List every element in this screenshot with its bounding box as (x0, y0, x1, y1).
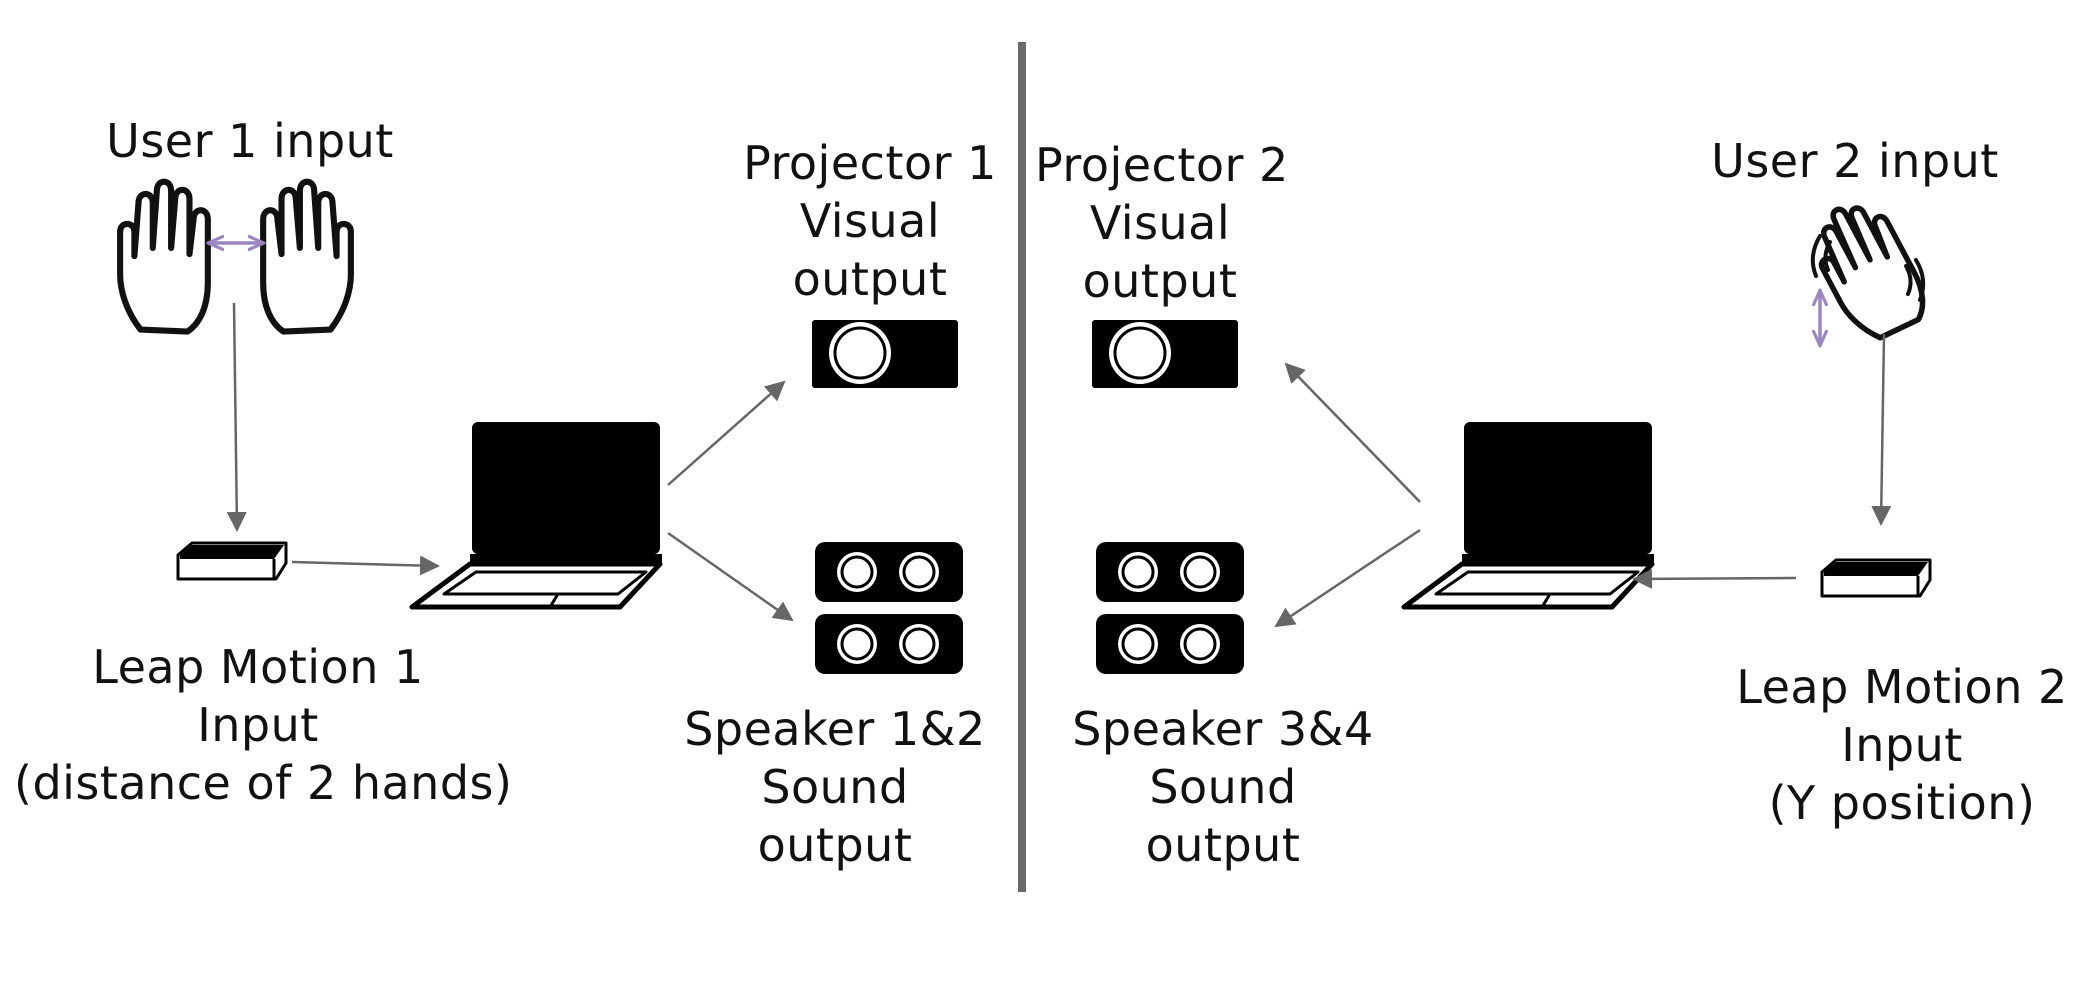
projector-2-label: Projector 2 Visual output (1035, 138, 1289, 308)
arrow-user1-to-leap1 (226, 302, 247, 532)
projector-2-icon (1090, 318, 1240, 390)
speakers-3-4-label: Speaker 3&4 Sound output (1072, 702, 1374, 872)
arrow-laptop1-to-projector1 (667, 380, 786, 486)
leap-motion-2-label: Leap Motion 2 Input (Y position) (1736, 660, 2068, 830)
user-2-waving-hand-icon (1801, 191, 1934, 348)
leap-motion-2-icon (1820, 558, 1932, 598)
projector-1-icon (810, 318, 960, 390)
leap-motion-1-label: Leap Motion 1 Input (distance of 2 hands… (14, 640, 513, 810)
laptop-1-icon (412, 422, 662, 607)
leap-motion-1-icon (176, 541, 288, 581)
user-1-hands-icon (120, 182, 351, 332)
speakers-3-4-icon (1094, 540, 1246, 676)
speakers-1-2-label: Speaker 1&2 Sound output (684, 702, 986, 872)
arrow-laptop2-to-projector2 (1284, 362, 1421, 503)
arrow-laptop2-to-speakers2 (1274, 528, 1421, 628)
arrow-user2-to-leap2 (1871, 333, 1892, 526)
user-2-input-label: User 2 input (1711, 134, 1999, 188)
projector-1-label: Projector 1 Visual output (743, 136, 997, 306)
arrow-leap1-to-laptop1 (291, 555, 440, 576)
laptop-2-icon (1404, 422, 1654, 607)
user-1-input-label: User 1 input (106, 114, 394, 168)
arrow-leap2-to-laptop2 (1632, 568, 1797, 589)
arrow-laptop1-to-speakers1 (667, 531, 794, 622)
speakers-1-2-icon (813, 540, 965, 676)
